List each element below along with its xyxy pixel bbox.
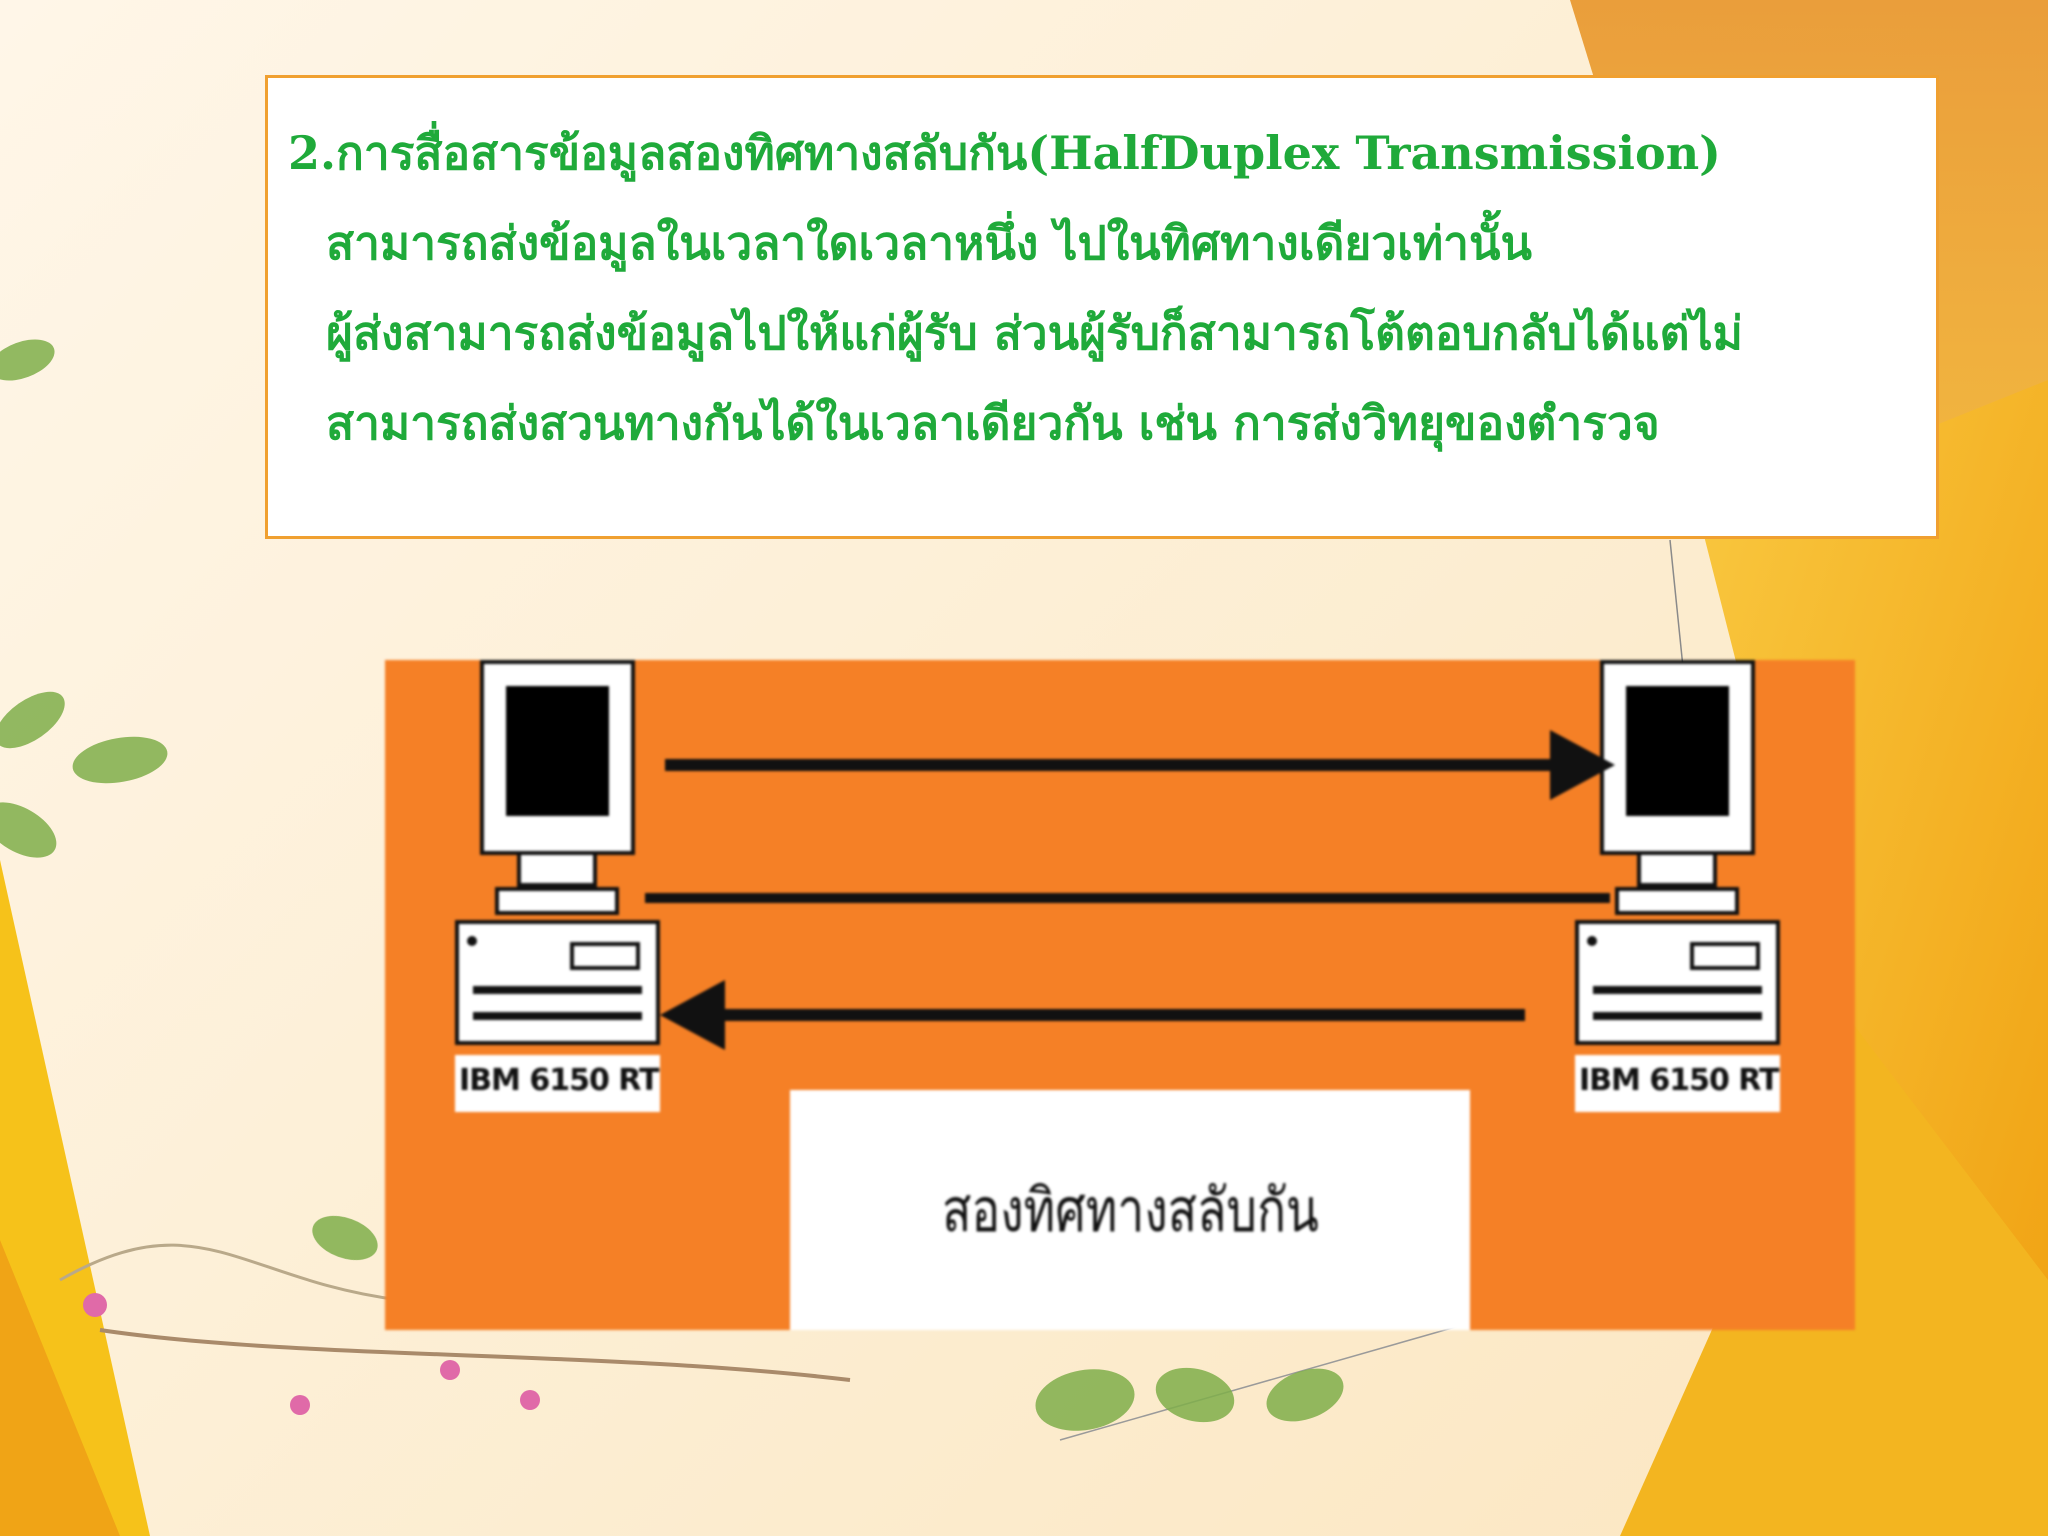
arrow-left-icon (660, 980, 1525, 1050)
leaf-decor (0, 339, 1344, 1431)
transmission-arrows (645, 730, 1615, 1050)
description-line-1: สามารถส่งข้อมูลในเวลาใดเวลาหนึ่ง ไปในทิศ… (326, 216, 1532, 270)
flower-decor (83, 1293, 540, 1415)
description-line-2: ผู้ส่งสามารถส่งข้อมูลไปให้แก่ผู้รับ ส่วน… (326, 306, 1743, 360)
diagram-caption: สองทิศทางสลับกัน (941, 1175, 1319, 1246)
left-computer-label: IBM 6150 RT (455, 1055, 660, 1112)
left-computer-icon: IBM 6150 RT (455, 660, 660, 1120)
diagram-caption-box: สองทิศทางสลับกัน (790, 1090, 1470, 1330)
description-line-3: สามารถส่งสวนทางกันได้ในเวลาเดียวกัน เช่น… (326, 396, 1660, 450)
left-facet-dark (0, 1240, 120, 1536)
right-computer-label: IBM 6150 RT (1575, 1055, 1780, 1112)
half-duplex-diagram: IBM 6150 RT IBM 6150 RT สองทิศทางสลับกัน (385, 660, 1855, 1330)
right-computer-icon: IBM 6150 RT (1575, 660, 1780, 1120)
slide-title: 2.การสื่อสารข้อมูลสองทิศทางสลับกัน(HalfD… (288, 126, 1721, 180)
arrow-right-icon (665, 730, 1615, 800)
description-panel: 2.การสื่อสารข้อมูลสองทิศทางสลับกัน(HalfD… (265, 75, 1939, 539)
